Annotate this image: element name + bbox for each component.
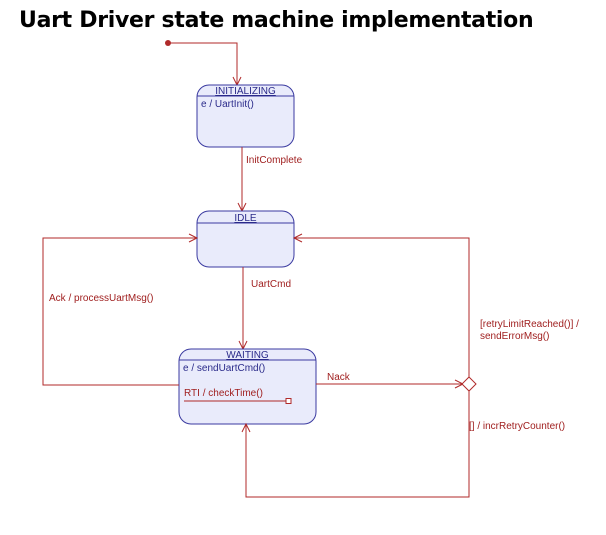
state-initializing-name: INITIALIZING [215,86,276,97]
transition-init-complete-label: InitComplete [246,155,303,166]
transition-nack-label: Nack [327,372,351,383]
internal-transition-rti-end [285,398,292,404]
transition-retry-limit-label-line2: sendErrorMsg() [480,331,549,342]
transition-retry-label: [] / incrRetryCounter() [469,421,565,432]
page-title: Uart Driver state machine implementation [19,8,534,33]
internal-transition-rti-label: RTI / checkTime() [184,388,263,399]
transition-retry-limit-arrowhead [292,233,303,243]
initial-transition [168,42,238,84]
state-initializing[interactable]: INITIALIZING e / UartInit() [196,84,295,148]
state-idle-name: IDLE [234,213,257,224]
transition-retry-limit-label-line1: [retryLimitReached()] / [480,319,579,330]
state-idle[interactable]: IDLE [196,210,295,268]
state-waiting-entry: e / sendUartCmd() [183,363,265,374]
transition-retry [245,391,470,498]
transition-retry-arrowhead [241,422,251,433]
transition-uart-cmd-label: UartCmd [251,279,291,290]
state-initializing-entry: e / UartInit() [201,99,254,110]
transition-ack-label: Ack / processUartMsg() [49,293,153,304]
transition-ack [42,237,196,386]
state-waiting[interactable]: WAITING e / sendUartCmd() [178,348,317,425]
choice-pseudostate [461,376,477,392]
transition-ack-arrowhead [188,233,199,243]
state-waiting-name: WAITING [226,350,269,361]
transition-retry-limit [295,237,470,377]
